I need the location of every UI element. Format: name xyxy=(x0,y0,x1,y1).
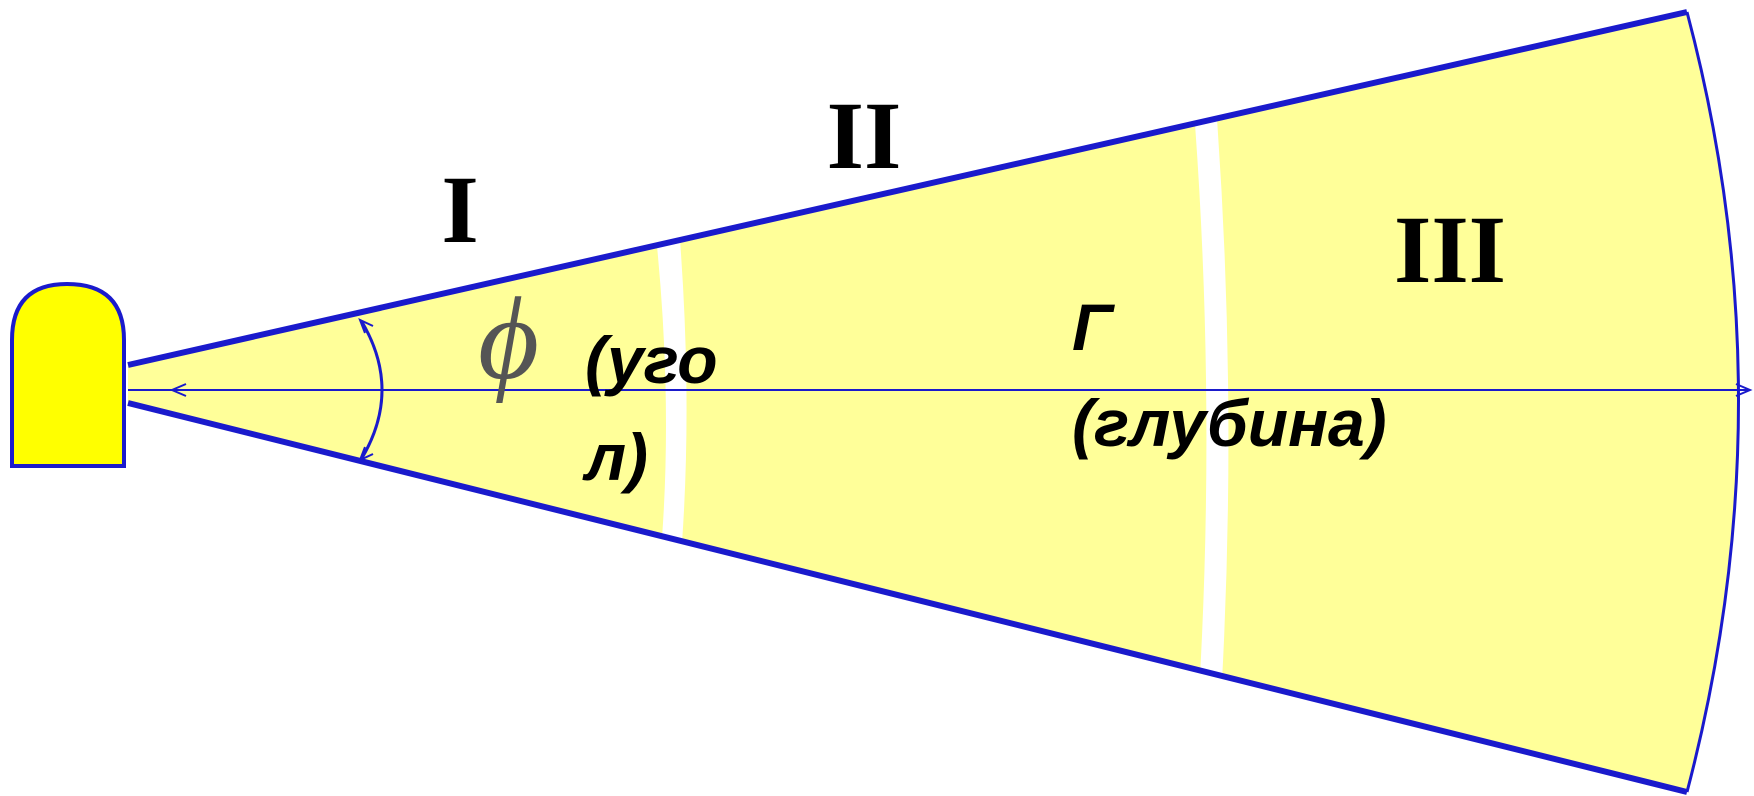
lower-ray xyxy=(127,400,1688,795)
zone-label-3: III xyxy=(1394,196,1506,303)
light-source-icon xyxy=(10,281,126,468)
outer-arc xyxy=(1685,11,1740,793)
axis-arrow-icon xyxy=(1735,383,1753,397)
zone-label-2: II xyxy=(827,82,902,189)
angle-arc-icon xyxy=(360,321,384,459)
axis-start-arrow-icon xyxy=(169,383,187,397)
angle-arc-arrowhead-top xyxy=(358,318,374,334)
angle-arc-arrowhead-bottom xyxy=(358,446,374,462)
angle-symbol: ϕ xyxy=(478,273,539,404)
zone-divider-1 xyxy=(657,240,687,543)
depth-symbol: Г xyxy=(1072,290,1115,364)
upper-ray xyxy=(127,9,1688,368)
light-sector xyxy=(128,12,1739,792)
angle-label-line2: л) xyxy=(582,420,648,494)
zone-divider-2 xyxy=(1195,119,1229,681)
zone-label-1: I xyxy=(441,156,478,263)
depth-label: (глубина) xyxy=(1072,386,1387,460)
angle-label-line1: (уго xyxy=(585,323,718,397)
